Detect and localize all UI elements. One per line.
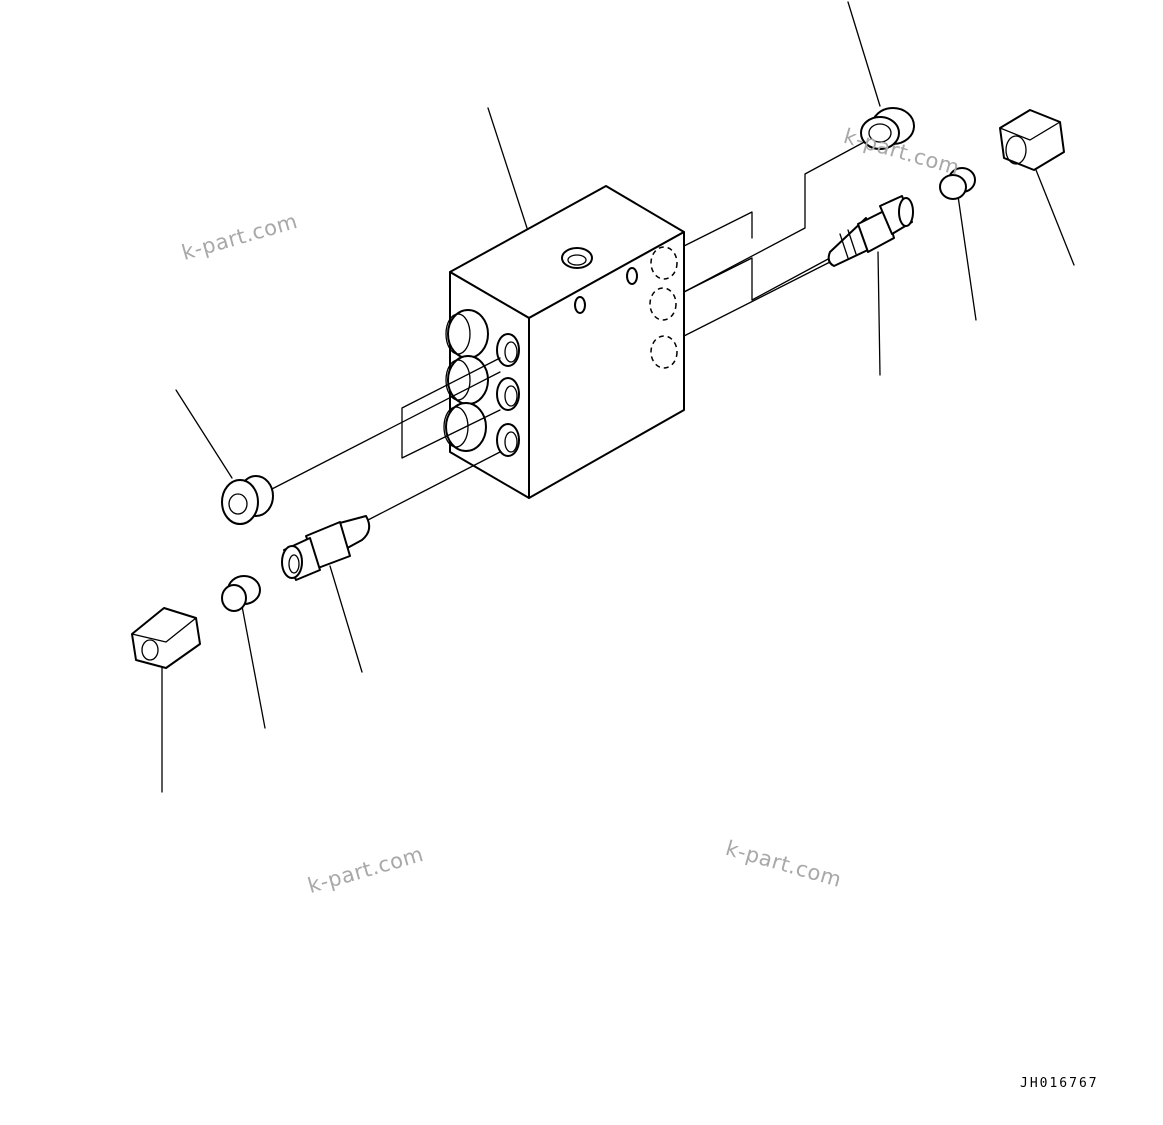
sleeve-lower-left	[221, 575, 261, 612]
fitting-upper-right	[827, 195, 914, 267]
plug-upper-right	[860, 107, 915, 150]
leader-lines	[161, 1, 1075, 793]
valve-block	[443, 185, 685, 499]
sleeve-upper-right	[939, 167, 976, 200]
nut-upper-right	[999, 109, 1065, 171]
nut-lower-left	[131, 607, 201, 669]
fitting-lower-left	[281, 515, 371, 581]
assembly-lines	[269, 139, 869, 521]
drawing-code: JH016767	[1020, 1076, 1099, 1091]
plug-lower-left	[221, 475, 274, 525]
